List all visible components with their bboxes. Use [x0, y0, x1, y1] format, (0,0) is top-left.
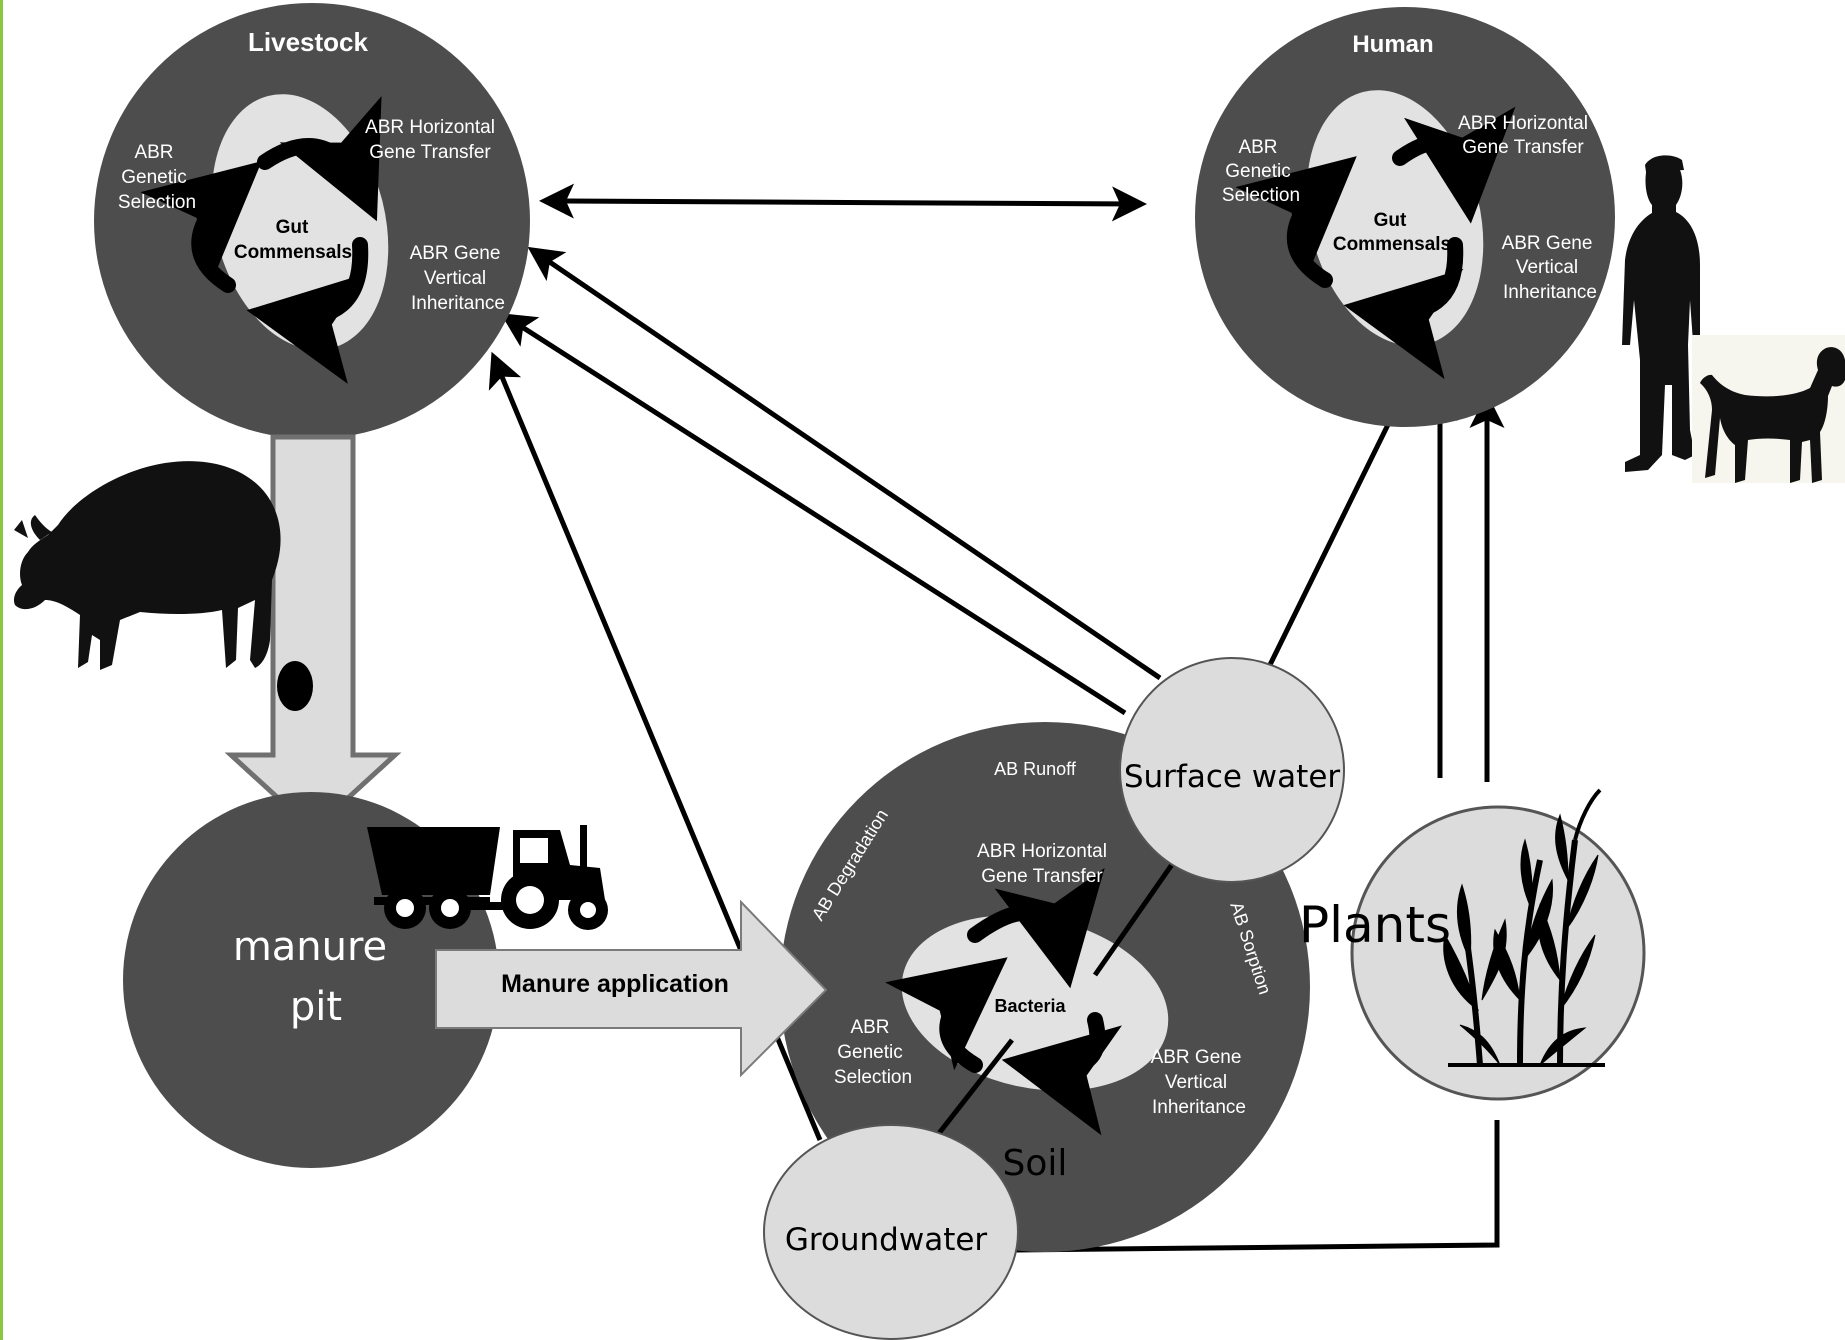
manure-pit-line2: pit — [290, 984, 342, 1030]
svg-text:ABR: ABR — [1238, 137, 1277, 158]
groundwater-node: Groundwater — [763, 1124, 1019, 1340]
cycle-arrows-icon — [1235, 106, 1516, 380]
tractor-icon — [367, 825, 608, 930]
livestock-title: Livestock — [248, 27, 368, 57]
svg-text:ABR Horizontal: ABR Horizontal — [365, 117, 495, 138]
manure-pit-line1: manure — [233, 924, 387, 970]
svg-text:Vertical: Vertical — [1516, 257, 1578, 278]
svg-text:Selection: Selection — [118, 192, 196, 213]
svg-text:Vertical: Vertical — [424, 268, 486, 289]
cycle-arrows-icon — [140, 96, 382, 384]
fecal-drop-icon — [277, 661, 313, 711]
svg-text:ABR Horizontal: ABR Horizontal — [1458, 113, 1588, 134]
human-title: Human — [1352, 31, 1433, 58]
svg-text:ABR Gene: ABR Gene — [1151, 1047, 1242, 1068]
svg-text:ABR Gene: ABR Gene — [410, 243, 501, 264]
svg-text:ABR: ABR — [850, 1017, 889, 1038]
arrow-surface-to-livestock-2 — [500, 313, 1127, 716]
svg-text:ABR Horizontal: ABR Horizontal — [977, 841, 1107, 862]
svg-text:Genetic: Genetic — [837, 1042, 902, 1063]
surface-water-node: Surface water — [1119, 657, 1345, 883]
flow-arrow-livestock-to-pit — [224, 434, 402, 834]
soil-center: Bacteria — [994, 996, 1066, 1016]
svg-text:Selection: Selection — [834, 1067, 912, 1088]
human-node: Human Gut Commensals ABR Genetic Selecti… — [1195, 7, 1615, 427]
arrow-surface-human — [1253, 381, 1410, 699]
soil-runoff: AB Runoff — [994, 759, 1077, 779]
human-center-1: Gut — [1374, 210, 1407, 231]
arrow-surface-to-livestock-1 — [527, 246, 1162, 681]
pig-icon — [13, 461, 281, 670]
svg-text:ABR Gene: ABR Gene — [1502, 233, 1593, 254]
svg-text:ABR: ABR — [134, 142, 173, 163]
svg-text:Inheritance: Inheritance — [1152, 1097, 1246, 1118]
svg-text:Selection: Selection — [1222, 185, 1300, 206]
human-vertical-label: ABR Gene Vertical Inheritance — [1502, 233, 1597, 303]
manure-application-arrow: Manure application — [435, 899, 828, 1078]
crop-plants-icon — [1443, 788, 1605, 1067]
dog-icon — [1692, 335, 1845, 483]
cycle-arrows-icon — [884, 867, 1123, 1136]
connector-groundwater-plants — [1014, 1120, 1500, 1253]
svg-text:Genetic: Genetic — [121, 167, 186, 188]
svg-text:Inheritance: Inheritance — [411, 293, 505, 314]
livestock-node: Livestock Gut Commensals ABR Genetic Sel… — [94, 3, 530, 439]
svg-text:Gene Transfer: Gene Transfer — [1462, 137, 1584, 158]
livestock-center-2: Commensals — [234, 242, 352, 263]
manure-application-label: Manure application — [501, 970, 729, 998]
groundwater-label: Groundwater — [785, 1222, 988, 1258]
svg-text:Inheritance: Inheritance — [1503, 282, 1597, 303]
accent-line — [0, 0, 3, 1340]
soil-label: Soil — [1003, 1143, 1068, 1184]
soil-horizontal-label: ABR Horizontal Gene Transfer — [977, 841, 1107, 887]
soil-selection-label: ABR Genetic Selection — [834, 1017, 912, 1088]
human-horizontal-label: ABR Horizontal Gene Transfer — [1458, 113, 1588, 158]
surface-water-label: Surface water — [1124, 759, 1341, 795]
livestock-horizontal-label: ABR Horizontal Gene Transfer — [365, 117, 495, 163]
svg-text:Vertical: Vertical — [1165, 1072, 1227, 1093]
human-selection-label: ABR Genetic Selection — [1222, 137, 1300, 206]
svg-text:Genetic: Genetic — [1225, 161, 1290, 182]
arrow-livestock-human — [539, 183, 1147, 222]
livestock-selection-label: ABR Genetic Selection — [118, 142, 196, 213]
soil-vertical-label: ABR Gene Vertical Inheritance — [1151, 1047, 1246, 1118]
human-center-2: Commensals — [1333, 234, 1451, 255]
svg-text:Gene Transfer: Gene Transfer — [369, 142, 491, 163]
livestock-center-1: Gut — [276, 217, 309, 238]
plants-label: Plants — [1299, 896, 1451, 954]
person-icon — [1622, 155, 1700, 472]
plants-node: Plants — [1299, 788, 1646, 1101]
svg-text:Gene Transfer: Gene Transfer — [981, 866, 1103, 887]
livestock-vertical-label: ABR Gene Vertical Inheritance — [410, 243, 505, 314]
